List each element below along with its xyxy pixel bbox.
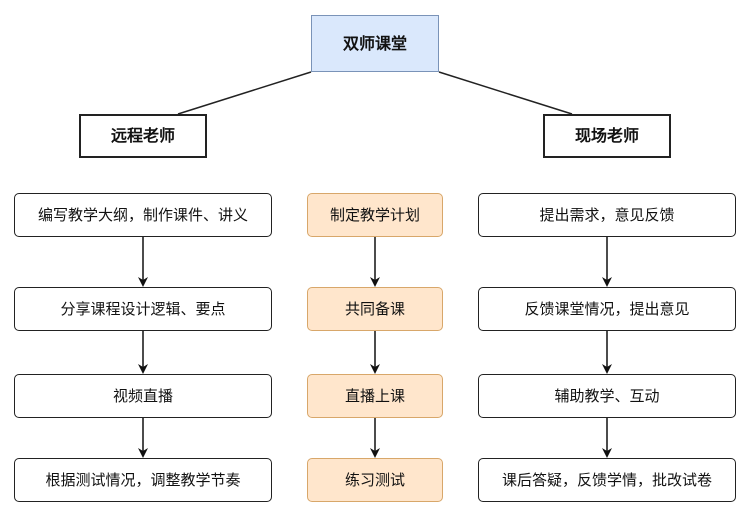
onsite-step-3: 辅助教学、互动 [478, 374, 736, 418]
connector-root-onsite [438, 71, 573, 115]
center-step-4: 练习测试 [307, 458, 443, 502]
remote-step-1: 编写教学大纲，制作课件、讲义 [14, 193, 272, 237]
onsite-step-2: 反馈课堂情况，提出意见 [478, 287, 736, 331]
connector-root-remote [177, 71, 312, 115]
onsite-teacher-node: 现场老师 [543, 114, 671, 158]
onsite-step-4: 课后答疑，反馈学情，批改试卷 [478, 458, 736, 502]
remote-teacher-node: 远程老师 [79, 114, 207, 158]
center-step-3: 直播上课 [307, 374, 443, 418]
root-node: 双师课堂 [311, 15, 439, 72]
remote-step-4: 根据测试情况，调整教学节奏 [14, 458, 272, 502]
center-step-2: 共同备课 [307, 287, 443, 331]
remote-step-2: 分享课程设计逻辑、要点 [14, 287, 272, 331]
onsite-step-1: 提出需求，意见反馈 [478, 193, 736, 237]
remote-step-3: 视频直播 [14, 374, 272, 418]
center-step-1: 制定教学计划 [307, 193, 443, 237]
